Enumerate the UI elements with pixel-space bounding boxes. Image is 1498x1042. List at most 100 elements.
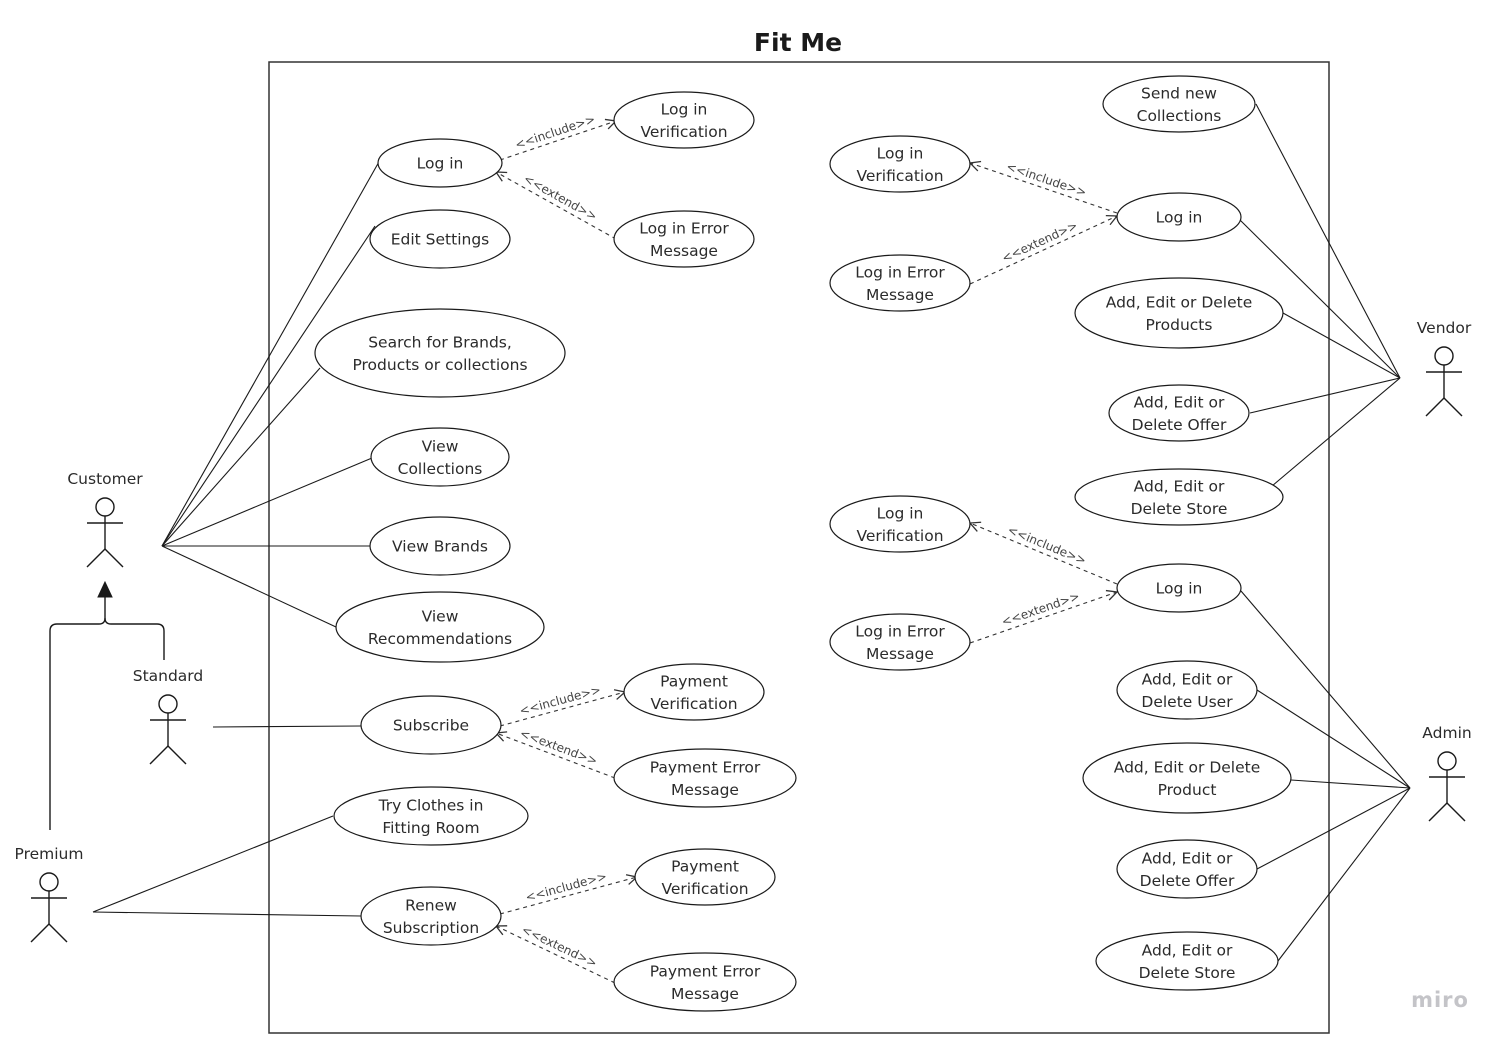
- use-case-label: View: [422, 437, 459, 455]
- association-lines: [92, 103, 1411, 962]
- use-case-label: Delete User: [1141, 693, 1233, 711]
- actor-admin[interactable]: Admin: [1422, 724, 1472, 822]
- extend-dependency-line: [969, 592, 1117, 644]
- include-dependency-line: [499, 692, 625, 727]
- association-line: [1277, 787, 1411, 962]
- use-case-search[interactable]: Search for Brands, Products or collection…: [314, 308, 566, 398]
- use-case-cust-login[interactable]: Log in: [377, 138, 503, 188]
- use-case-label: Delete Offer: [1140, 872, 1235, 890]
- use-case-ellipse: [333, 786, 529, 846]
- use-case-ellipse: [1116, 192, 1242, 242]
- use-case-ellipse: [1116, 839, 1258, 899]
- stick-figure-icon: [1425, 346, 1463, 417]
- include-stereotype-label: <<include>>: [524, 869, 608, 904]
- use-case-ellipse: [1074, 277, 1284, 349]
- use-case-label: Verification: [640, 123, 727, 141]
- use-case-vendor-login[interactable]: Log in: [1116, 192, 1242, 242]
- use-case-label: Log in: [417, 155, 464, 173]
- use-case-view-brands[interactable]: View Brands: [369, 516, 511, 576]
- actor-name: Customer: [67, 470, 143, 488]
- use-case-label: Collections: [398, 460, 483, 478]
- miro-watermark: miro: [1411, 988, 1469, 1012]
- use-case-ellipse: [1082, 742, 1292, 814]
- use-case-label: Log in: [877, 144, 924, 162]
- extend-dependency-line: [496, 733, 616, 779]
- use-case-ellipse: [360, 695, 502, 755]
- stick-figure-icon: [149, 694, 187, 765]
- use-case-label: Try Clothes in: [378, 796, 484, 814]
- extend-stereotype-label: <<extend>>: [519, 922, 599, 970]
- use-case-ellipse: [613, 748, 797, 808]
- actor-premium[interactable]: Premium: [15, 845, 84, 943]
- use-case-ellipse: [1116, 563, 1242, 613]
- use-case-ellipse: [829, 254, 971, 312]
- association-line: [1255, 103, 1401, 379]
- use-case-label: Products: [1146, 316, 1213, 334]
- association-line: [161, 457, 373, 547]
- use-case-label: Delete Store: [1139, 964, 1236, 982]
- use-case-label: Delete Offer: [1132, 416, 1227, 434]
- association-line: [161, 367, 321, 547]
- actor-vendor[interactable]: Vendor: [1417, 319, 1472, 417]
- use-case-label: Add, Edit or: [1142, 849, 1233, 867]
- use-case-label: Message: [650, 242, 718, 260]
- extend-dependency-line: [969, 216, 1117, 285]
- use-case-subscribe[interactable]: Subscribe: [360, 695, 502, 755]
- use-case-ellipse: [377, 138, 503, 188]
- use-case-label: Search for Brands,: [368, 333, 512, 351]
- system-boundary: [268, 61, 1330, 1034]
- association-line: [1239, 219, 1401, 379]
- diagram-title: Fit Me: [754, 28, 842, 57]
- use-case-ellipse: [335, 591, 545, 663]
- actor-customer[interactable]: Customer: [67, 470, 143, 568]
- use-case-label: Log in: [1156, 580, 1203, 598]
- actor-name: Vendor: [1417, 319, 1472, 337]
- use-case-label: Collections: [1137, 107, 1222, 125]
- extend-stereotype-label: <<extend>>: [1000, 218, 1080, 265]
- use-case-admin-login[interactable]: Log in: [1116, 563, 1242, 613]
- use-case-edit-settings[interactable]: Edit Settings: [369, 209, 511, 269]
- dependency-lines: <<include>><<extend>><<include>><<extend…: [496, 112, 1118, 984]
- use-case-label: Message: [866, 286, 934, 304]
- use-case-label: View Brands: [392, 538, 488, 556]
- association-line: [161, 225, 376, 547]
- association-line: [1240, 590, 1411, 789]
- use-case-label: View: [422, 607, 459, 625]
- actor-name: Premium: [15, 845, 84, 863]
- use-case-ellipse: [1108, 384, 1250, 442]
- actor-standard[interactable]: Standard: [133, 667, 204, 765]
- association-line: [1282, 312, 1401, 379]
- use-case-admin-offer[interactable]: Add, Edit or Delete Offer: [1116, 839, 1258, 899]
- association-line: [1256, 787, 1411, 870]
- include-dependency-line: [970, 523, 1118, 585]
- use-case-label: Products or collections: [352, 356, 527, 374]
- generalization-arrow: [49, 580, 165, 830]
- use-case-label: Add, Edit or: [1134, 477, 1225, 495]
- actor-name: Admin: [1422, 724, 1471, 742]
- stick-figure-icon: [86, 497, 124, 568]
- use-case-label: Recommendations: [368, 630, 512, 648]
